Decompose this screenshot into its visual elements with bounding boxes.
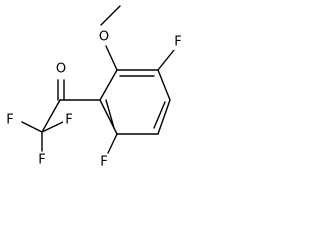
structure-canvas: O O F F F F F xyxy=(0,0,188,185)
bond-ring-f-top xyxy=(157,49,175,71)
bond-cf3-f-left xyxy=(21,121,43,133)
atom-cf3-f-left: F xyxy=(6,113,13,128)
molecule-diagram: O O F F F F F xyxy=(4,5,184,170)
atom-ring-f-top: F xyxy=(174,35,181,50)
bond-methyl-o xyxy=(100,5,121,26)
bond-carbonyl-cf3 xyxy=(41,99,61,133)
bond-ring-c6-c1 xyxy=(99,69,118,101)
bond-ring-inner-2 xyxy=(153,101,166,129)
atom-carbonyl-o: O xyxy=(56,62,66,77)
bond-ring-c5-c6 xyxy=(99,99,118,135)
bond-o-ring xyxy=(105,45,118,71)
bond-cf3-f-right xyxy=(41,121,64,133)
atom-labels: O O F F F F F xyxy=(4,29,184,170)
bonds xyxy=(21,5,175,154)
bond-ring-c3-c4 xyxy=(157,99,171,135)
bond-ring-f-bottom xyxy=(107,133,118,154)
bond-ring-inner-3 xyxy=(105,99,115,129)
bond-ring-c2-c3 xyxy=(157,69,171,101)
atom-ring-f-bottom: F xyxy=(100,155,107,170)
atom-cf3-f-bottom: F xyxy=(38,153,45,168)
atom-cf3-f-right: F xyxy=(65,113,72,128)
atom-methoxy-o: O xyxy=(99,30,109,45)
